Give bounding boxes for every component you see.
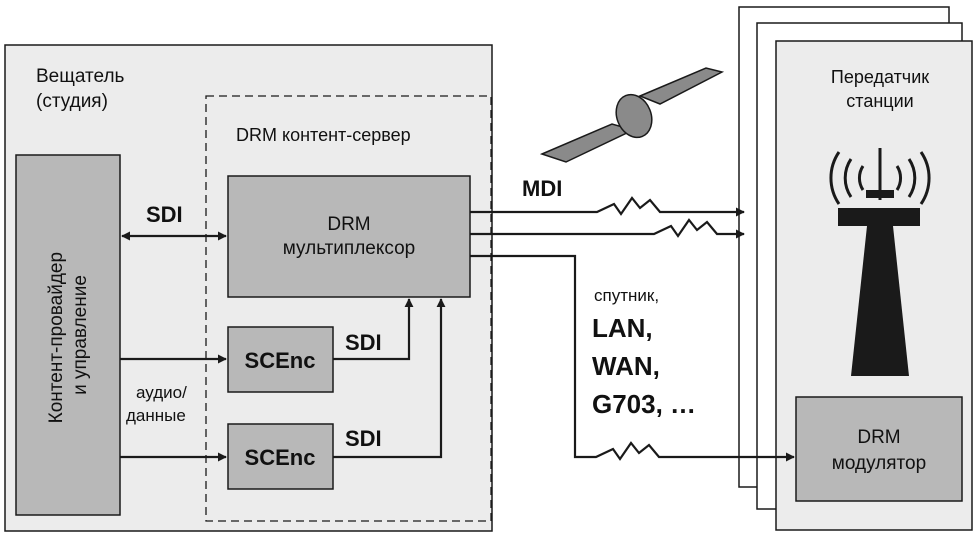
content-provider-line1: Контент-провайдер	[46, 252, 67, 423]
multiplexer-label-line1: DRM	[327, 214, 370, 235]
broadcaster-subtitle: (студия)	[36, 91, 108, 112]
encoder-bottom-sdi-arrow	[333, 298, 446, 459]
radio-tower-icon	[829, 148, 931, 376]
sdi-main-label: SDI	[146, 202, 183, 227]
sdi-enc-top-label: SDI	[345, 330, 382, 355]
links-label-line4: G703, …	[592, 389, 696, 419]
sdi-enc-bottom-label: SDI	[345, 426, 382, 451]
modulator-box	[795, 396, 963, 502]
modulator-link	[470, 254, 795, 462]
broadcaster-title: Вещатель	[36, 66, 125, 87]
transmitter-subtitle: станции	[846, 91, 913, 111]
audio-data-label-line1: аудио/	[136, 383, 187, 402]
multiplexer-box	[227, 175, 471, 298]
content-server-region	[205, 95, 492, 522]
encoder-top-label: SCEnc	[245, 348, 316, 373]
modulator-label-line2: модулятор	[832, 453, 926, 474]
multiplexer-label-line2: мультиплексор	[283, 238, 416, 259]
links-label-line3: WAN,	[592, 351, 660, 381]
content-server-label: DRM контент-сервер	[236, 125, 411, 145]
modulator-label-line1: DRM	[857, 427, 900, 448]
content-provider-line2: и управление	[70, 275, 91, 395]
encoder-top-sdi-arrow	[333, 298, 414, 361]
encoder-bottom-label: SCEnc	[245, 445, 316, 470]
mdi-label: MDI	[522, 176, 562, 201]
mdi-link-2	[470, 218, 745, 239]
satellite-icon	[539, 67, 725, 163]
content-provider-label: Контент-провайдер и управление	[46, 247, 91, 424]
encoder-bottom-box	[227, 423, 334, 490]
audio-data-label-line2: данные	[126, 406, 186, 425]
mdi-link-1	[470, 196, 745, 217]
encoder-top-box	[227, 326, 334, 393]
links-label-line1: спутник,	[594, 286, 659, 305]
content-provider-box	[15, 154, 121, 516]
transmitter-title: Передатчик	[831, 67, 929, 87]
links-label-line2: LAN,	[592, 313, 653, 343]
